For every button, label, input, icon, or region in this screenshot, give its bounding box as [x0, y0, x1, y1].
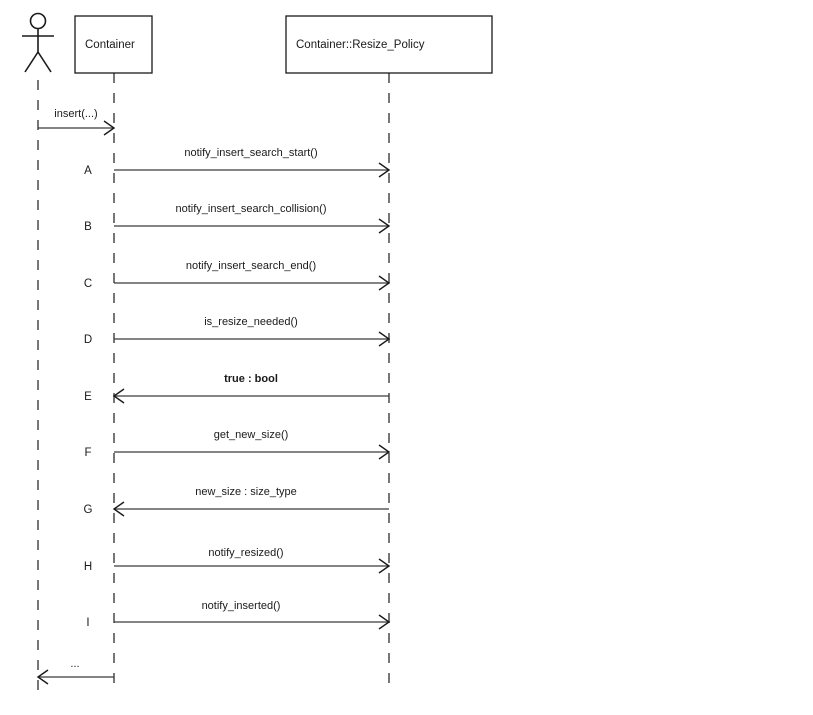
message-e[interactable]: E true : bool: [84, 373, 389, 404]
participant-label-resize-policy: Container::Resize_Policy: [296, 39, 425, 51]
message-label-i: notify_inserted(): [202, 600, 281, 612]
participant-label-container: Container: [85, 39, 135, 51]
message-label-f: get_new_size(): [214, 429, 289, 441]
actor-right-leg-line: [37, 51, 52, 73]
message-g[interactable]: G new_size : size_type: [84, 486, 389, 517]
message-arrowhead-a: [378, 162, 391, 178]
step-label-c: C: [84, 278, 92, 290]
participant-box-resize-policy[interactable]: [285, 15, 493, 74]
step-label-e: E: [84, 391, 92, 403]
message-label-a: notify_insert_search_start(): [184, 147, 317, 159]
participant-box-container[interactable]: [74, 15, 153, 74]
message-arrowhead-b: [378, 218, 391, 234]
actor-left-leg-line: [24, 51, 39, 73]
lifelines-group: [37, 73, 390, 692]
message-label-g: new_size : size_type: [195, 486, 297, 498]
actor-head-icon: [29, 12, 47, 30]
step-label-g: G: [84, 504, 93, 516]
step-label-a: A: [84, 165, 92, 177]
message-label-b: notify_insert_search_collision(): [175, 203, 326, 215]
message-arrowhead-insert: [103, 120, 116, 136]
message-c[interactable]: C notify_insert_search_end(): [84, 260, 391, 291]
step-label-d: D: [84, 334, 92, 346]
message-b[interactable]: B notify_insert_search_collision(): [84, 203, 391, 234]
messages-group: insert(...) A notify_insert_search_start…: [36, 108, 391, 685]
message-label-d: is_resize_needed(): [204, 316, 298, 328]
step-label-b: B: [84, 221, 92, 233]
step-label-h: H: [84, 561, 92, 573]
message-arrowhead-c: [378, 275, 391, 291]
participant-container[interactable]: Container: [74, 15, 153, 74]
message-arrowhead-e: [112, 388, 125, 404]
message-label-c: notify_insert_search_end(): [186, 260, 316, 272]
actor-figure: [22, 12, 54, 73]
message-a[interactable]: A notify_insert_search_start(): [84, 147, 391, 178]
message-arrowhead-f: [378, 444, 391, 460]
message-label-final-return: ...: [70, 658, 79, 670]
message-label-h: notify_resized(): [208, 547, 283, 559]
message-h[interactable]: H notify_resized(): [84, 547, 391, 574]
message-arrowhead-g: [112, 501, 125, 517]
participant-resize-policy[interactable]: Container::Resize_Policy: [285, 15, 493, 74]
message-arrowhead-d: [378, 331, 391, 347]
message-label-e: true : bool: [224, 373, 278, 385]
message-f[interactable]: F get_new_size(): [84, 429, 391, 460]
message-arrowhead-i: [378, 614, 391, 630]
message-final-return[interactable]: ...: [36, 658, 114, 685]
message-label-insert: insert(...): [54, 108, 97, 120]
message-arrowhead-h: [378, 558, 391, 574]
step-label-f: F: [84, 447, 91, 459]
message-d[interactable]: D is_resize_needed(): [84, 316, 391, 347]
message-i[interactable]: I notify_inserted(): [86, 600, 391, 630]
step-label-i: I: [86, 617, 89, 629]
message-insert[interactable]: insert(...): [38, 108, 116, 136]
message-arrowhead-final-return: [36, 669, 49, 685]
